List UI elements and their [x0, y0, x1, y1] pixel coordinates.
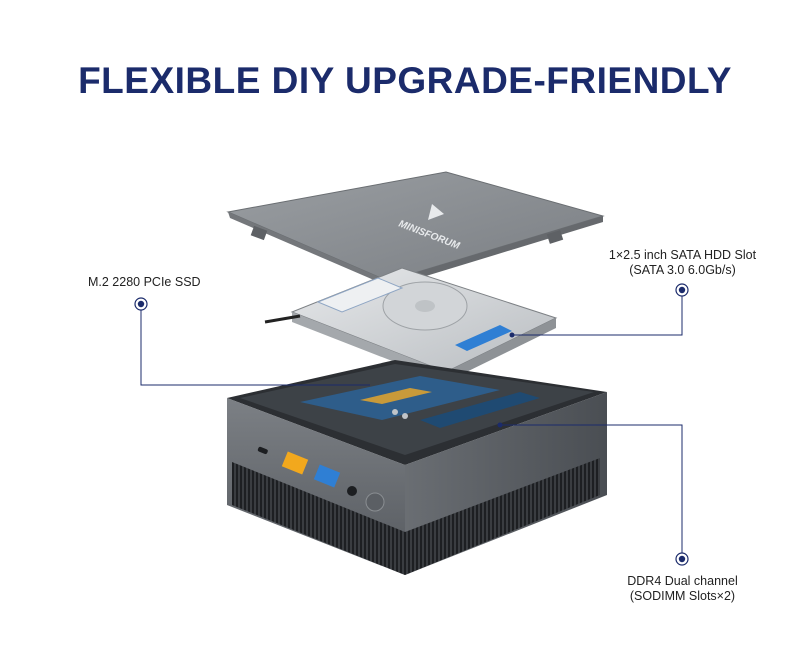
- audio-jack: [347, 486, 357, 496]
- ram-callout-line1: DDR4 Dual channel: [627, 574, 738, 588]
- usb-a-port-blue: [313, 464, 341, 488]
- hdd-callout: 1×2.5 inch SATA HDD Slot (SATA 3.0 6.0Gb…: [595, 248, 770, 278]
- ssd-callout: M.2 2280 PCIe SSD: [88, 275, 201, 290]
- power-button: [365, 492, 385, 512]
- leader-dots: [134, 283, 689, 566]
- ssd-callout-line1: M.2 2280 PCIe SSD: [88, 275, 201, 289]
- usb-c-port: [257, 446, 268, 455]
- hdd-leader-line: [512, 290, 683, 336]
- leader-lines: [140, 290, 683, 556]
- usb-a-port-yellow: [281, 451, 309, 475]
- headline: FLEXIBLE DIY UPGRADE-FRIENDLY: [78, 60, 732, 101]
- hdd-callout-line2: (SATA 3.0 6.0Gb/s): [629, 263, 736, 277]
- hdd-callout-line1: 1×2.5 inch SATA HDD Slot: [608, 248, 757, 262]
- ram-callout: DDR4 Dual channel (SODIMM Slots×2): [600, 574, 765, 604]
- chassis-lid: MINISFORUM: [226, 171, 605, 287]
- ssd-leader-line: [140, 304, 370, 386]
- ram-leader-line: [500, 424, 683, 556]
- ram-callout-line2: (SODIMM Slots×2): [629, 589, 736, 603]
- chassis-body: [227, 360, 607, 575]
